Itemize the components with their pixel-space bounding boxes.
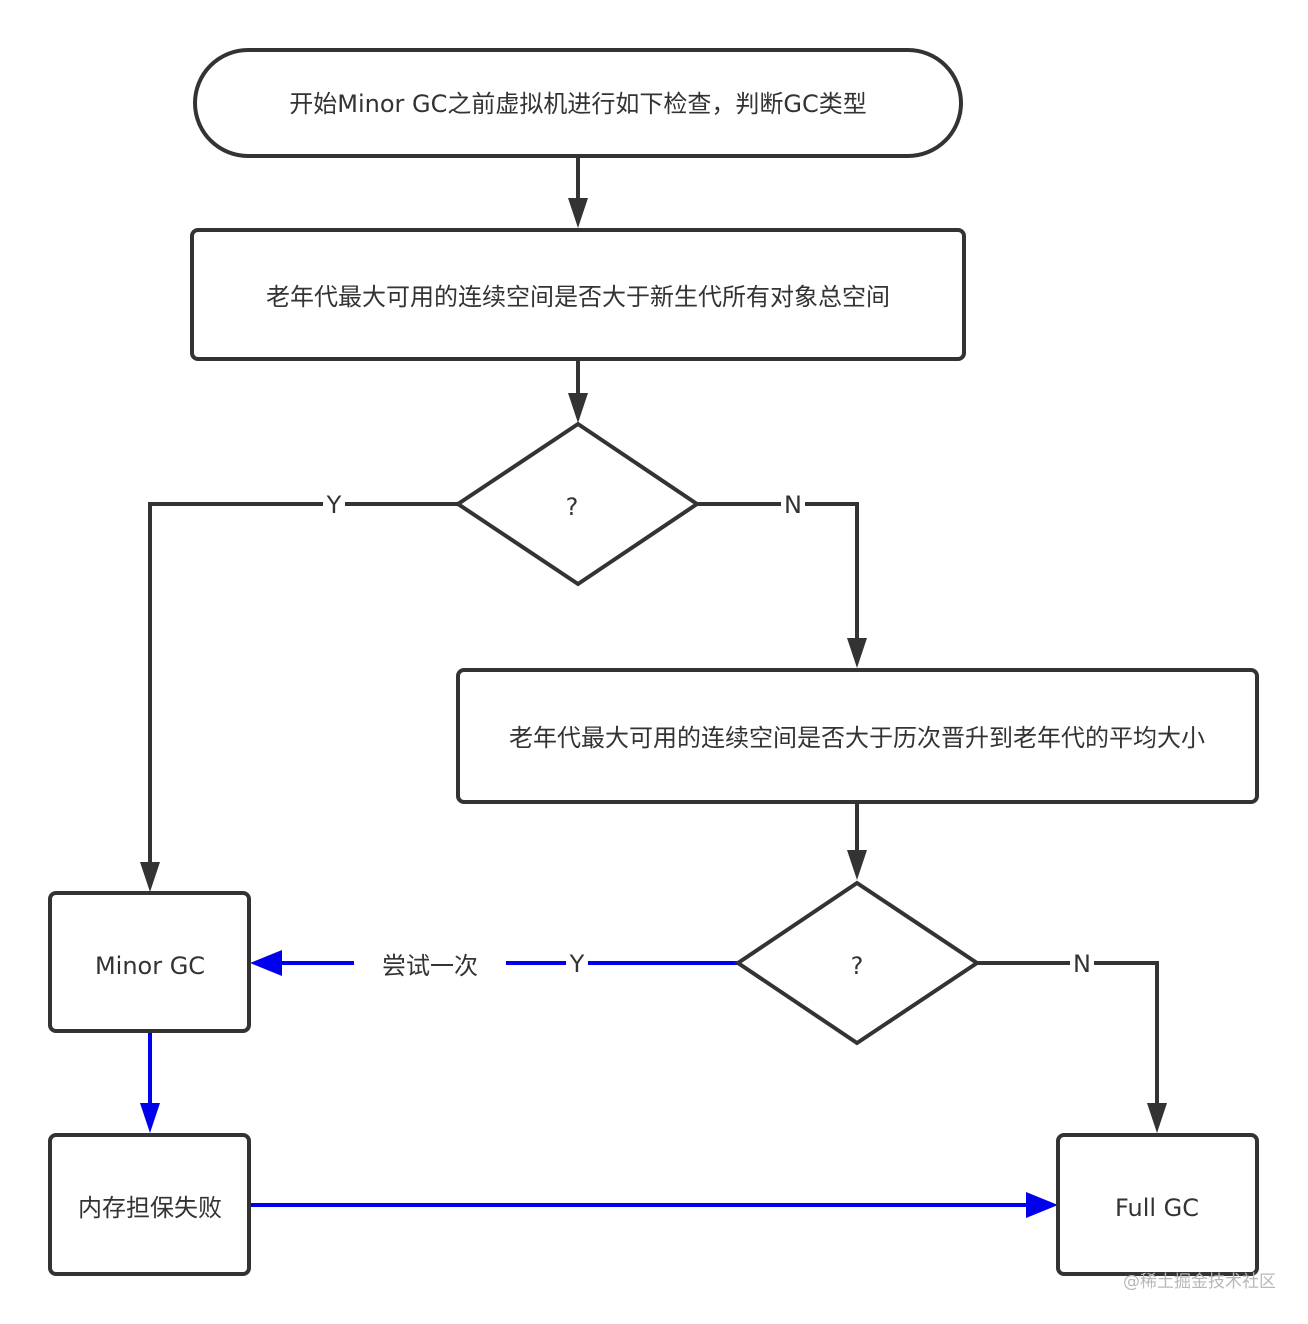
- check-total-text: 老年代最大可用的连续空间是否大于新生代所有对象总空间: [266, 283, 890, 311]
- full-gc-text: Full GC: [1115, 1194, 1199, 1222]
- process-shape: [48, 891, 251, 1033]
- edge-labels: Y N Y 尝试一次 N: [323, 490, 1094, 980]
- edge-decision-2-no: [977, 961, 1159, 1115]
- arrowhead-down: [140, 1103, 160, 1133]
- arrowhead-right: [1026, 1192, 1058, 1218]
- watermark: @稀土掘金技术社区: [1123, 1272, 1276, 1292]
- decision-1-text: ?: [566, 493, 579, 521]
- process-shape: [48, 1133, 251, 1276]
- arrowhead-left: [250, 950, 282, 976]
- label-d2-yes: Y: [569, 950, 585, 978]
- decision-shape: [734, 880, 981, 1046]
- arrowhead-down: [847, 638, 867, 668]
- label-d1-no: N: [784, 491, 802, 519]
- node-check-average: 老年代最大可用的连续空间是否大于历次晋升到老年代的平均大小: [456, 668, 1259, 804]
- edge-decision-1-no: [697, 502, 859, 650]
- connectors: [140, 158, 1167, 1133]
- label-bg: [323, 490, 345, 518]
- terminator-shape: [193, 48, 963, 158]
- arrowhead-down: [1147, 1103, 1167, 1133]
- node-full-gc: Full GC: [1056, 1133, 1259, 1276]
- process-shape: [456, 668, 1259, 804]
- node-guarantee-failed: 内存担保失败: [48, 1133, 251, 1276]
- minor-gc-text: Minor GC: [95, 952, 205, 980]
- process-shape: [190, 228, 966, 361]
- arrowhead-down: [568, 198, 588, 228]
- arrowhead-down: [568, 393, 588, 423]
- node-check-total: 老年代最大可用的连续空间是否大于新生代所有对象总空间: [190, 228, 966, 361]
- edge-decision-1-yes: [148, 502, 458, 872]
- label-d2-no: N: [1073, 950, 1091, 978]
- decision-shape: [454, 421, 701, 587]
- check-average-text: 老年代最大可用的连续空间是否大于历次晋升到老年代的平均大小: [509, 724, 1205, 752]
- guarantee-failed-text: 内存担保失败: [78, 1194, 222, 1222]
- label-d1-yes: Y: [326, 491, 342, 519]
- label-bg: [1070, 949, 1094, 977]
- process-shape: [1056, 1133, 1259, 1276]
- arrowhead-down: [140, 862, 160, 892]
- label-try-once: 尝试一次: [382, 952, 478, 980]
- node-minor-gc: Minor GC: [48, 891, 251, 1033]
- node-start: 开始Minor GC之前虚拟机进行如下检查，判断GC类型: [193, 48, 963, 158]
- label-bg: [781, 490, 805, 518]
- node-decision-2: ?: [734, 880, 981, 1046]
- start-text: 开始Minor GC之前虚拟机进行如下检查，判断GC类型: [289, 90, 866, 118]
- label-bg: [566, 949, 588, 977]
- node-decision-1: ?: [454, 421, 701, 587]
- highlighted-connectors: [140, 950, 1058, 1218]
- decision-2-text: ?: [851, 952, 864, 980]
- arrowhead-down: [847, 850, 867, 880]
